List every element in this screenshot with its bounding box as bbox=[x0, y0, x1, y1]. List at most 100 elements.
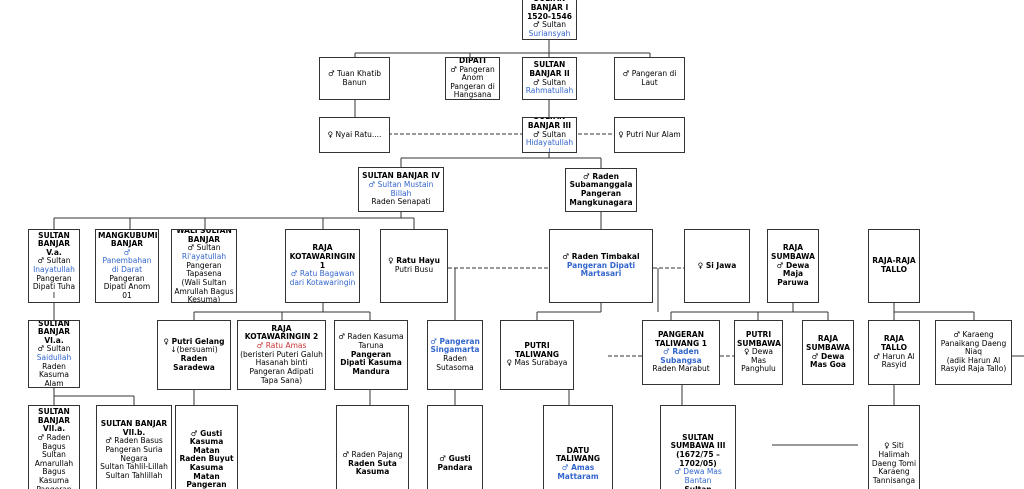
node-line: Pangeran Dipati Anom 01 bbox=[103, 273, 151, 300]
node-title: RAJA-RAJA TALLO bbox=[872, 256, 916, 274]
node-title: SULTAN BANJAR VII.a. bbox=[37, 407, 71, 434]
node-si-jawa[interactable]: ♀ Si Jawa bbox=[684, 229, 750, 303]
node-line: (beristeri Puteri Galuh Hasanah binti Pa… bbox=[240, 349, 323, 385]
node-line: Daeng Tomi Karaeng Tannisanga bbox=[871, 458, 917, 485]
node-title: ♂ Pangeran Singamarta bbox=[430, 336, 480, 355]
node-line: ♂ Panembahan di Darat bbox=[102, 247, 152, 274]
node-line: ♀ Nyai Ratu.... bbox=[327, 129, 382, 139]
node-line: ♂ Tuan Khatib Banun bbox=[327, 68, 382, 87]
node-line: ↓(bersuami) bbox=[170, 345, 218, 355]
node-content: RAJA SUMBAWA ♂ Dewa Maja Paruwa bbox=[770, 244, 816, 287]
node-gusti-pandara[interactable]: ♂ Gusti Pandara bbox=[427, 405, 483, 489]
node-line: ♀ Dewa Mas Panghulu bbox=[741, 347, 776, 374]
node-line: Pangeran di Hangsana bbox=[450, 81, 495, 100]
node-title: MANGKUBUMI BANJAR bbox=[98, 230, 158, 249]
node-line: Raden Senapati bbox=[371, 197, 431, 207]
node-sultan-sumbawa-3[interactable]: SULTAN SUMBAWA III (1672/75 – 1702/05)♂ … bbox=[660, 405, 736, 489]
node-content: RAJA KOTAWARINGIN 1♂ Ratu Bagawan dari K… bbox=[288, 244, 357, 287]
node-title: ♂ Raden Timbakal bbox=[562, 252, 640, 262]
node-content: RAJA-RAJA TALLO bbox=[871, 256, 917, 274]
node-title: SULTAN BANJAR I 1520-1546 bbox=[527, 0, 572, 21]
node-raden-subamanggala[interactable]: ♂ Raden Subamanggala Pangeran Mangkunaga… bbox=[565, 168, 637, 212]
node-putri-gelang[interactable]: ♀ Putri Gelang↓(bersuami)Raden Saradewa bbox=[157, 320, 231, 390]
node-line: Raden Buyut Kasuma Matan Pangeran Putra bbox=[179, 454, 234, 489]
node-content: ♂ Karaeng Panaikang Daeng Niaq(adik Haru… bbox=[938, 329, 1009, 374]
node-putri-sumbawa[interactable]: PUTRI SUMBAWA♀ Dewa Mas Panghulu bbox=[734, 320, 783, 385]
node-putri-taliwang[interactable]: PUTRI TALIWANG♀ Mas Surabaya bbox=[500, 320, 574, 390]
node-nyai-ratu[interactable]: ♀ Nyai Ratu.... bbox=[319, 117, 390, 153]
node-title: RAJA KOTAWARINGIN 1 bbox=[289, 243, 356, 270]
node-title: ♂ Raden Subamanggala Pangeran Mangkunaga… bbox=[569, 171, 633, 207]
node-line: Suriansyah bbox=[528, 28, 571, 38]
node-raja-raja-tallo[interactable]: RAJA-RAJA TALLO bbox=[868, 229, 920, 303]
node-raja-sumbawa-dewa-mas-goa[interactable]: RAJA SUMBAWA♂ Dewa Mas Goa bbox=[802, 320, 854, 385]
node-line: Hidayatullah I bbox=[525, 138, 574, 153]
node-content: DATU TALIWANG♂ Amas Mattaram bbox=[546, 446, 610, 482]
node-line: ♂ Harun Al Rasyid bbox=[873, 351, 915, 370]
node-line: ♂ Sultan bbox=[533, 129, 566, 139]
node-line: ♂ Raden Kasuma Taruna bbox=[338, 332, 404, 351]
node-content: ♀ Putri Gelang↓(bersuami)Raden Saradewa bbox=[160, 337, 228, 373]
node-content: ♀ Nyai Ratu.... bbox=[322, 129, 387, 140]
node-raja-tallo[interactable]: RAJA TALLO♂ Harun Al Rasyid bbox=[868, 320, 920, 385]
node-sultan-banjar-1[interactable]: SULTAN BANJAR I 1520-1546♂ SultanSurians… bbox=[522, 0, 577, 40]
node-line: Sultan Amarullah Bagus Kasuma bbox=[34, 450, 74, 485]
node-line: Raden Saradewa bbox=[173, 354, 215, 372]
node-raja-kotawaringin-1[interactable]: RAJA KOTAWARINGIN 1♂ Ratu Bagawan dari K… bbox=[285, 229, 360, 303]
node-line: Sultan Tahlil-Lillah bbox=[100, 462, 168, 472]
node-line: ♀ Putri Nur Alam bbox=[618, 129, 681, 139]
node-line: ♂ Karaeng Panaikang Daeng Niaq bbox=[940, 329, 1007, 357]
node-line: ♂ Raden Subangsa bbox=[660, 347, 702, 365]
node-content: ♀ Putri Nur Alam bbox=[617, 129, 682, 140]
node-line: ♂ Sultan bbox=[533, 20, 566, 30]
node-line: ♀ Mas Surabaya bbox=[506, 358, 568, 368]
node-raja-kotawaringin-2[interactable]: RAJA KOTAWARINGIN 2♂ Ratu Amas(beristeri… bbox=[237, 320, 326, 390]
node-line: ♂ Ratu Bagawan dari Kotawaringin bbox=[289, 269, 356, 287]
node-line: Sultan Tahlillah bbox=[105, 470, 163, 480]
node-line: Rahmatullah bbox=[525, 86, 574, 96]
node-content: ♀ Si Jawa bbox=[687, 261, 747, 271]
node-line: ♂ Pangeran di Laut bbox=[622, 68, 677, 87]
node-title: ♂ Gusti Kasuma Matan bbox=[189, 428, 224, 455]
node-line: ♂ Sultan bbox=[37, 256, 71, 266]
node-pangeran-di-laut[interactable]: ♂ Pangeran di Laut bbox=[614, 57, 685, 100]
node-raja-sumbawa-dewa-maja[interactable]: RAJA SUMBAWA ♂ Dewa Maja Paruwa bbox=[767, 229, 819, 303]
node-tuan-khatib-banun[interactable]: ♂ Tuan Khatib Banun bbox=[319, 57, 390, 100]
node-content: ♂ Gusti Pandara bbox=[430, 454, 480, 472]
node-line: ♀ Siti Halimah bbox=[878, 441, 910, 460]
node-title: ♂ Gusti Pandara bbox=[437, 454, 473, 472]
node-datu-taliwang[interactable]: DATU TALIWANG♂ Amas Mattaram bbox=[543, 405, 613, 489]
node-content: RAJA SUMBAWA♂ Dewa Mas Goa bbox=[805, 334, 851, 370]
node-title: SULTAN BANJAR VII.b. bbox=[100, 419, 168, 437]
node-putri-nur-alam[interactable]: ♀ Putri Nur Alam bbox=[614, 117, 685, 153]
node-content: PUTRI TALIWANG♀ Mas Surabaya bbox=[503, 341, 571, 368]
node-content: ♂ Pangeran di Laut bbox=[617, 68, 682, 87]
node-line: Raden Marabut bbox=[652, 364, 710, 374]
node-karaeng-panaikang[interactable]: ♂ Karaeng Panaikang Daeng Niaq(adik Haru… bbox=[935, 320, 1012, 385]
